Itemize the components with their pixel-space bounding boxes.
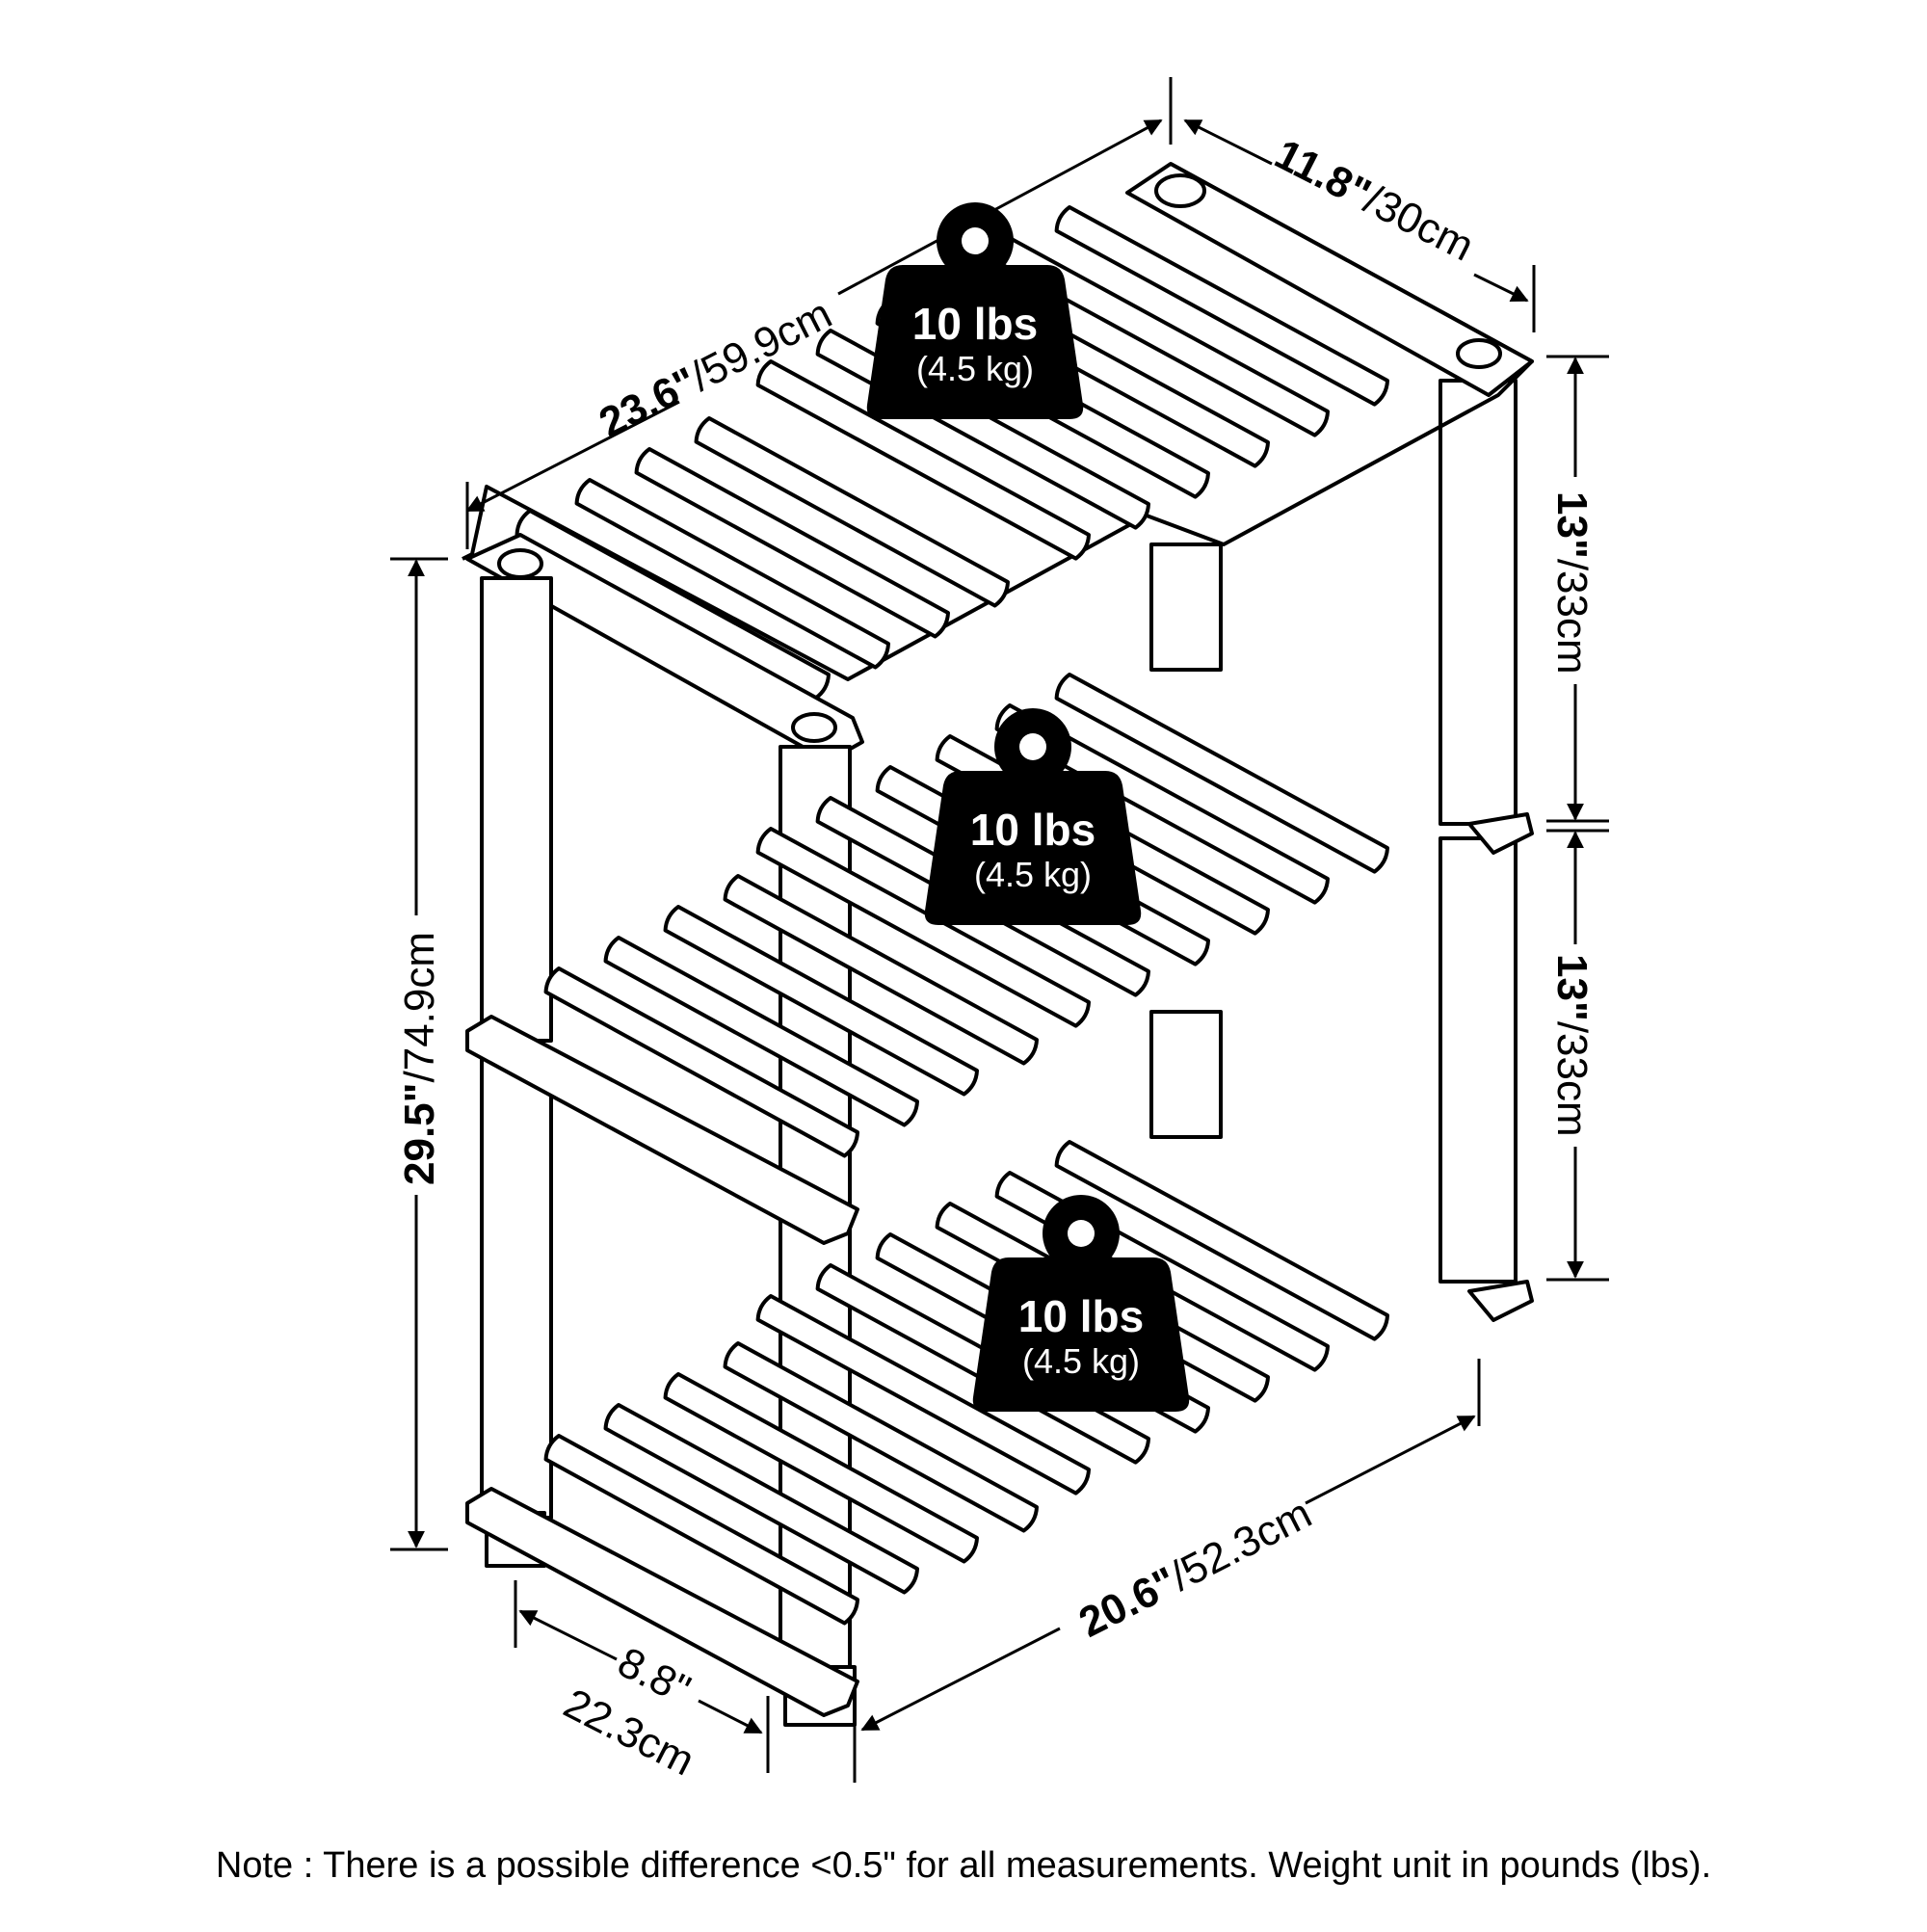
shelf-slat	[755, 1294, 1091, 1495]
bottom-shelf-front-left-cap	[465, 1487, 859, 1717]
dim-shelf-gap-upper-label: 13"/33cm	[1548, 491, 1596, 675]
weight-lbs: 10 lbs	[970, 805, 1095, 855]
footnote: Note : There is a possible difference <0…	[215, 1845, 1712, 1886]
dim-shelf-gap-lower-label: 13"/33cm	[1548, 954, 1596, 1137]
dim-total-height-label: 29.5"/74.9cm	[396, 932, 443, 1185]
middle-post-lower	[1149, 1010, 1223, 1139]
shelf-slat	[663, 1372, 979, 1564]
dim-bottom-depth-line-a	[518, 1609, 618, 1661]
top-shelf-left-slats	[515, 416, 1010, 701]
middle-shelf-left-slats	[543, 874, 1039, 1158]
weight-hole	[1068, 1220, 1095, 1247]
back-right-post-upper	[1439, 379, 1518, 826]
weight-badge: 10 lbs(4.5 kg)	[924, 708, 1142, 925]
shelf-slat	[1054, 205, 1389, 407]
weight-kg: (4.5 kg)	[916, 349, 1034, 388]
weight-body	[972, 1257, 1190, 1412]
weight-badges: 10 lbs(4.5 kg)10 lbs(4.5 kg)10 lbs(4.5 k…	[866, 202, 1190, 1412]
dim-top-length-line-b	[837, 119, 1163, 296]
top-shelf-front-left-cap	[465, 533, 864, 763]
shelf-slat	[723, 1341, 1039, 1533]
post-hole-back-left	[1154, 173, 1206, 208]
top-shelf-back-corner-cap	[1125, 162, 1534, 397]
weight-hole	[1019, 733, 1046, 760]
weight-badge: 10 lbs(4.5 kg)	[866, 202, 1084, 419]
shelf-slat	[574, 478, 890, 670]
dimension-lines	[390, 77, 1609, 1783]
shelf-slat	[755, 359, 1091, 561]
front-left-post-upper	[480, 576, 553, 1043]
shelf-slat	[543, 966, 859, 1158]
bottom-shelf-left-slats	[543, 1341, 1039, 1626]
shelf-slat	[543, 1434, 859, 1626]
dim-top-depth-line-b	[1473, 273, 1529, 303]
shelf-slat	[603, 936, 919, 1127]
weight-kg: (4.5 kg)	[1022, 1341, 1140, 1381]
bottom-shelf-back-right-cap	[1467, 1280, 1534, 1322]
shelf-slat	[603, 1403, 919, 1595]
shelf-slat	[1054, 673, 1389, 874]
shelf-slat	[663, 905, 979, 1097]
weight-body	[866, 265, 1084, 419]
dim-bottom-length-line-a	[860, 1627, 1061, 1732]
middle-shelf-front-left-cap	[465, 1015, 859, 1245]
weight-lbs: 10 lbs	[912, 299, 1038, 349]
weight-body	[924, 771, 1142, 925]
top-shelf	[462, 162, 1534, 763]
dim-bottom-depth-line-b	[698, 1699, 763, 1734]
weight-lbs: 10 lbs	[1018, 1291, 1144, 1341]
post-hole-back-right	[1456, 338, 1502, 369]
shelf-slat	[755, 827, 1091, 1028]
middle-shelf-back-right-cap	[1467, 812, 1534, 855]
post-hole-front-left	[497, 548, 543, 579]
dim-bottom-length-label: 20.6"/52.3cm	[1071, 1490, 1319, 1647]
post-hole-front-right	[791, 712, 837, 743]
shelf-slat	[694, 416, 1010, 608]
back-right-post-lower	[1439, 836, 1518, 1284]
middle-post-upper	[1149, 543, 1223, 672]
weight-kg: (4.5 kg)	[974, 855, 1092, 894]
dim-top-depth-line-a	[1183, 119, 1273, 166]
shelf-slat	[723, 874, 1039, 1066]
dim-bottom-length-line-b	[1305, 1415, 1476, 1505]
shelf-slat	[1054, 1140, 1389, 1341]
shelf-slat	[994, 703, 1330, 905]
weight-badge: 10 lbs(4.5 kg)	[972, 1195, 1190, 1412]
front-left-post-lower	[480, 1053, 553, 1520]
weight-hole	[962, 227, 989, 254]
shelf-slat	[634, 447, 950, 639]
dim-top-length-line-a	[465, 400, 680, 513]
